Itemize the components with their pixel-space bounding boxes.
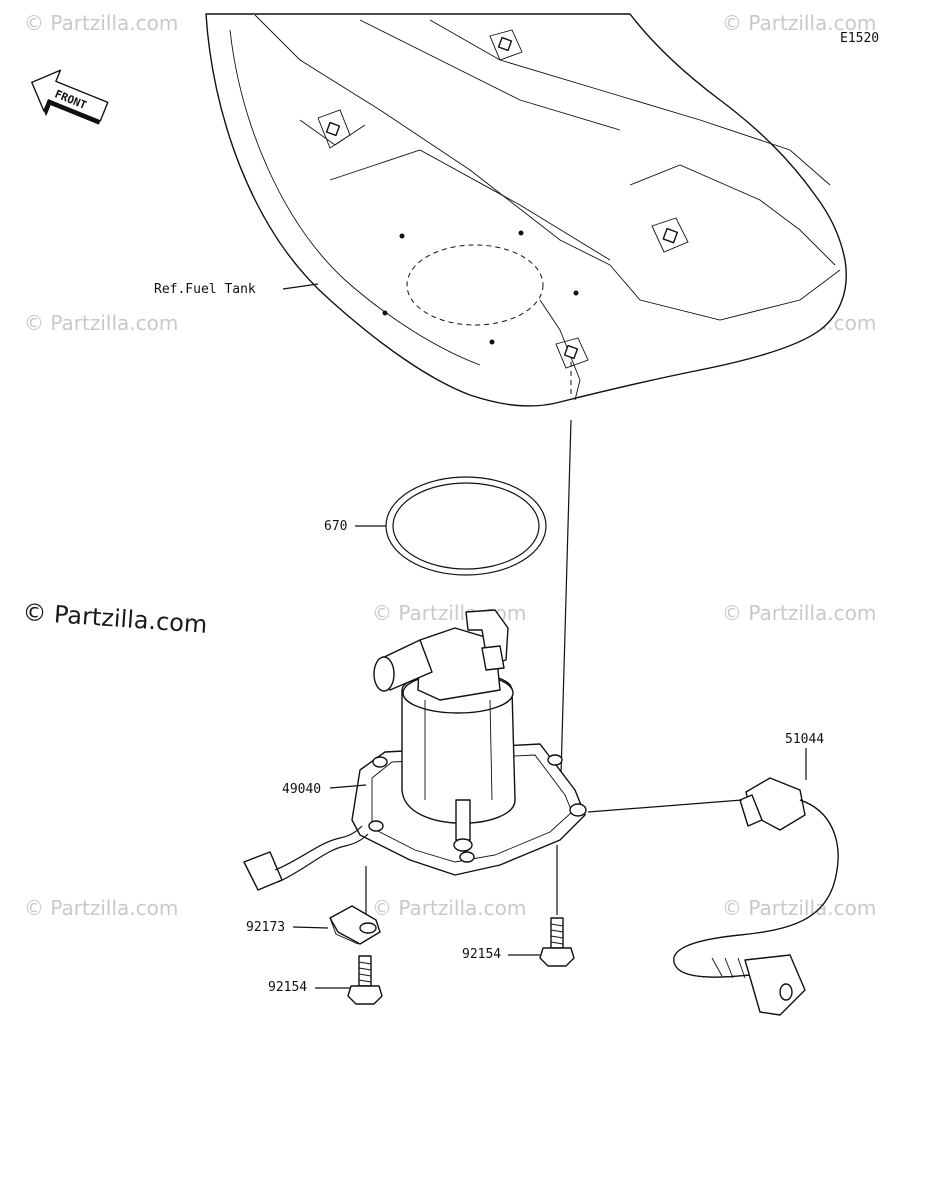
- watermark: © Partzilla.com: [24, 311, 178, 335]
- watermark: © Partzilla.com: [24, 896, 178, 920]
- diagram-code: E1520: [840, 31, 879, 46]
- watermark: © Partzilla.com: [722, 896, 876, 920]
- hose: [673, 777, 839, 1016]
- watermark: © Partzilla.com: [722, 11, 876, 35]
- fuel-pump: [243, 609, 587, 891]
- watermark-main: © Partzilla.com: [22, 598, 209, 639]
- clamp-label: 92173: [246, 920, 285, 935]
- watermark: © Partzilla.com: [372, 896, 526, 920]
- bolt-left: [347, 955, 383, 1005]
- bolt-right: [539, 917, 575, 967]
- hose-label: 51044: [785, 732, 824, 747]
- watermark: © Partzilla.com: [24, 11, 178, 35]
- bolt-right-label: 92154: [462, 947, 501, 962]
- fuel-pump-label: 49040: [282, 782, 321, 797]
- bolt-left-label: 92154: [268, 980, 307, 995]
- fuel-tank: [205, 13, 847, 407]
- clamp: [329, 905, 381, 945]
- o-ring: [385, 476, 547, 576]
- fuel-tank-label: Ref.Fuel Tank: [154, 282, 256, 297]
- o-ring-label: 670: [324, 519, 347, 534]
- front-arrow-icon: FRONT: [31, 69, 109, 125]
- watermark: © Partzilla.com: [722, 601, 876, 625]
